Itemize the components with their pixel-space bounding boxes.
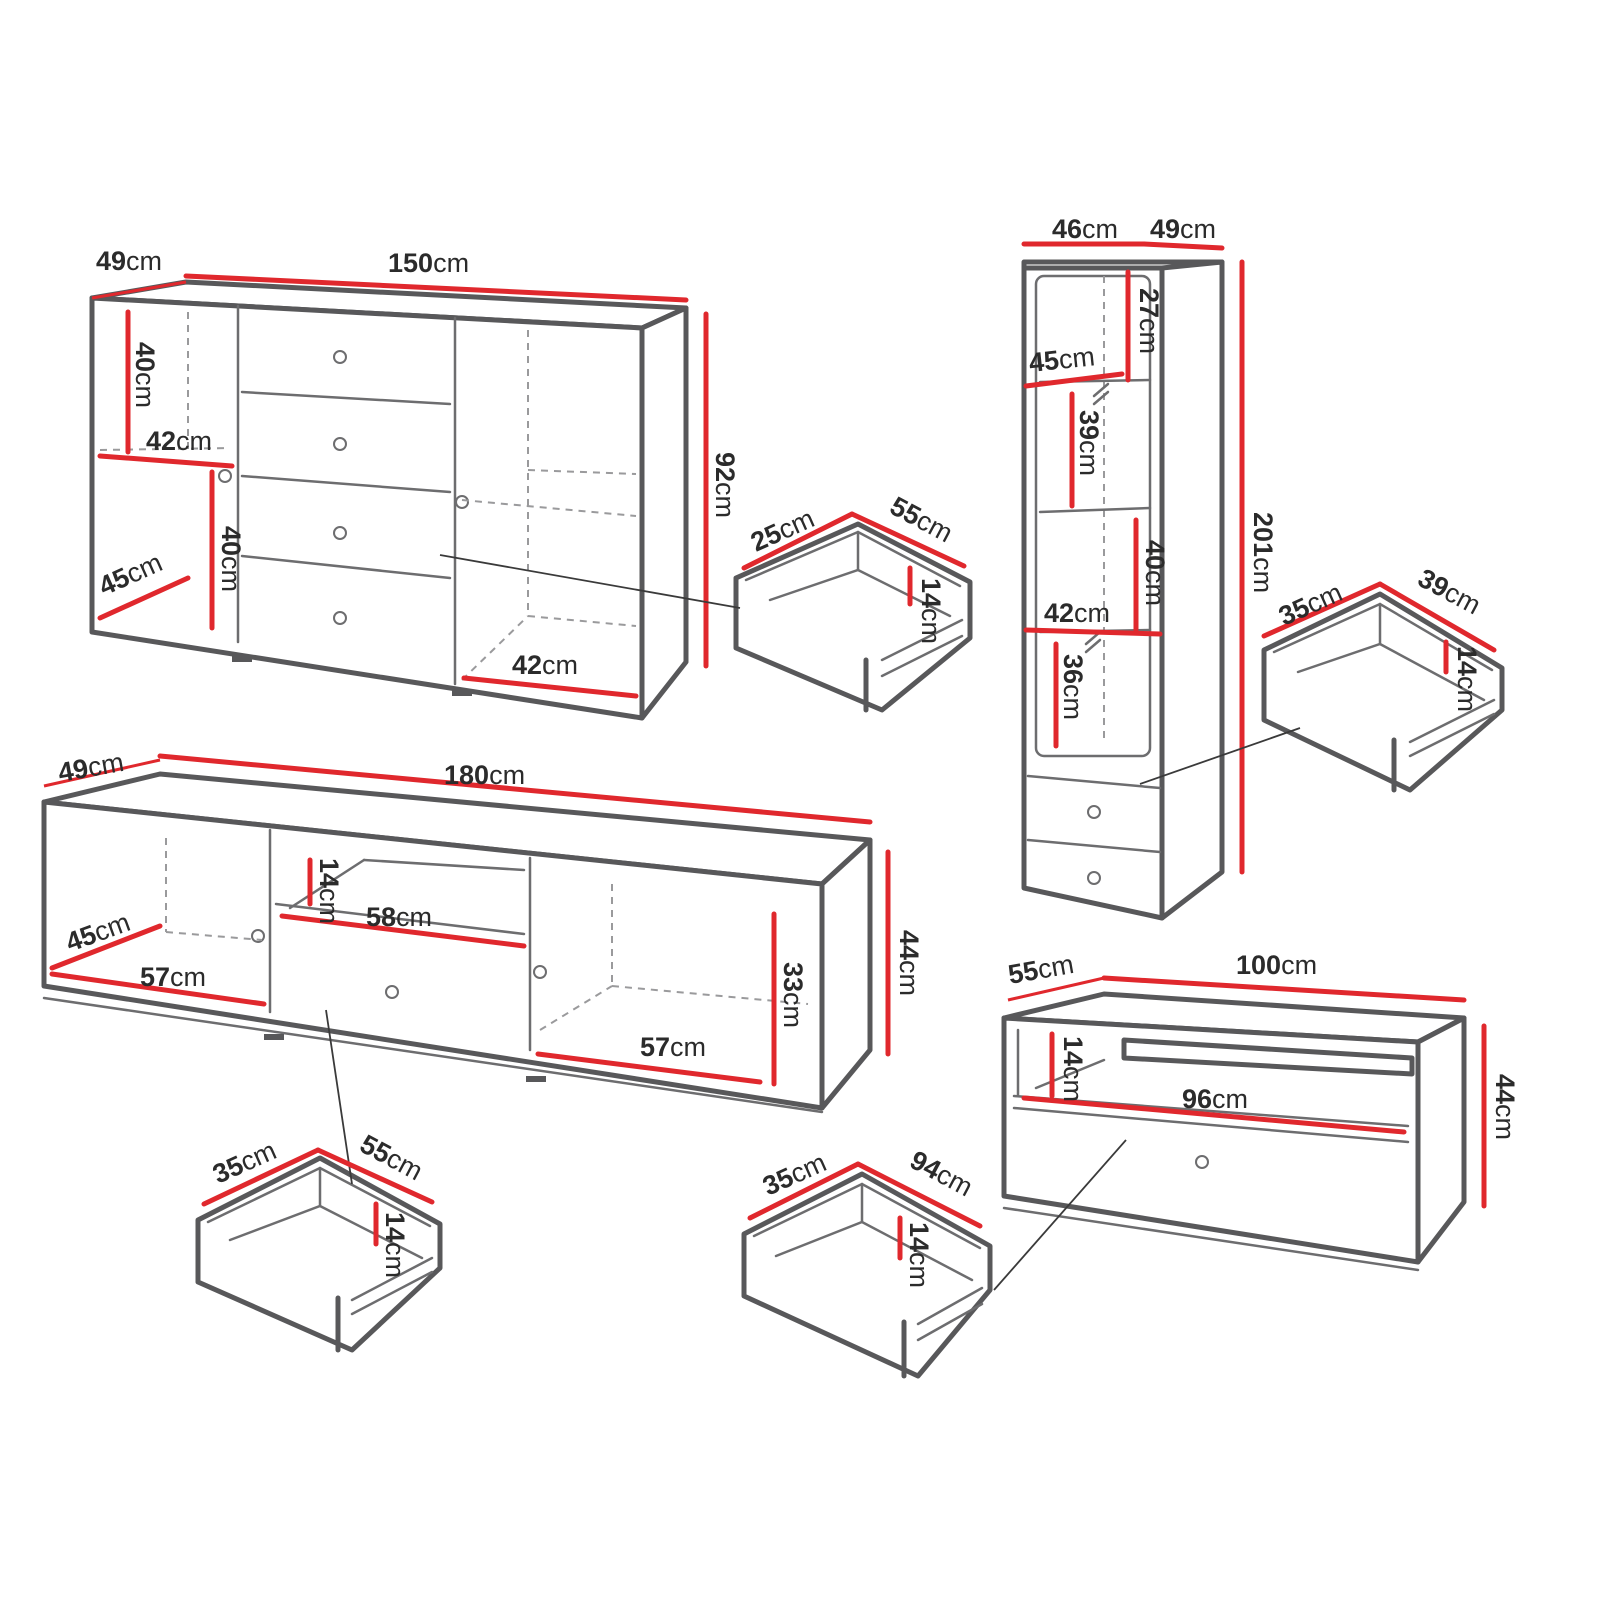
coffee-table-depth-label: 55cm	[1006, 949, 1076, 990]
tv-stand	[41, 753, 891, 1114]
sideboard-drawer-width-label: 55cm	[885, 491, 957, 548]
sideboard-drawer-height-label: 14cm	[916, 578, 946, 644]
vitrine-width-label: 46cm	[1052, 214, 1118, 244]
vitrine-shelf-1-depth-label: 45cm	[1027, 341, 1096, 378]
tv-stand-inner-width-left-label: 57cm	[140, 962, 206, 992]
tv-drawer-height-label: 14cm	[380, 1212, 410, 1278]
vitrine-shelf-4-label: 36cm	[1058, 654, 1088, 720]
sideboard-width-label: 150cm	[388, 248, 469, 278]
drawer-knob	[333, 350, 347, 364]
door-knob	[533, 965, 547, 979]
sideboard	[89, 273, 709, 721]
vitrine-right-side	[1159, 259, 1225, 921]
vitrine-shelf-3-label: 40cm	[1140, 540, 1170, 606]
drawer-box	[741, 1171, 993, 1379]
tv-stand-drawer	[195, 1009, 443, 1353]
coffee-table-right-side	[1415, 1015, 1467, 1265]
tv-stand-front	[41, 799, 825, 1111]
door-knob	[218, 469, 232, 483]
coffee-table-width-label: 100cm	[1236, 950, 1317, 980]
vitrine-drawer	[1139, 581, 1505, 793]
vitrine	[1021, 241, 1245, 921]
tv-stand-inner-width-right-label: 57cm	[640, 1032, 706, 1062]
tv-stand-depth-label: 49cm	[56, 747, 126, 788]
coffee-drawer-height-label: 14cm	[904, 1222, 934, 1288]
door-knob	[455, 495, 469, 509]
tv-drawer-width-label: 55cm	[355, 1129, 427, 1186]
tv-stand-width-label: 180cm	[444, 760, 525, 790]
sideboard-shelf-depth-label: 42cm	[146, 426, 212, 456]
drawer-knob	[1087, 871, 1101, 885]
coffee-table-niche-height-label: 14cm	[1058, 1036, 1088, 1102]
sideboard-inner-width-label: 42cm	[512, 650, 578, 680]
sideboard-front	[89, 295, 645, 721]
coffee-table-height-label: 44cm	[1490, 1074, 1520, 1140]
drawer-knob	[385, 985, 399, 999]
drawer-box	[195, 1155, 443, 1353]
vitrine-shelf-3-depth-label: 42cm	[1044, 598, 1110, 628]
coffee-table-drawer	[741, 1139, 1127, 1379]
vitrine-shelf-1-label: 27cm	[1134, 288, 1164, 354]
tv-stand-niche-width-label: 58cm	[366, 902, 432, 932]
tv-stand-inner-height-right-label: 33cm	[778, 962, 808, 1028]
drawer-knob	[333, 437, 347, 451]
vitrine-height-label: 201cm	[1248, 512, 1278, 593]
coffee-table	[1001, 975, 1487, 1272]
sideboard-shelf-top-label: 40cm	[130, 342, 160, 408]
tv-stand-niche-height-label: 14cm	[314, 858, 344, 924]
sideboard-right-side	[639, 305, 689, 721]
vitrine-shelf-2-label: 39cm	[1074, 410, 1104, 476]
vitrine-drawer-height-label: 14cm	[1452, 646, 1482, 712]
drawer-knob	[333, 611, 347, 625]
coffee-table-front	[1001, 1015, 1421, 1265]
drawer-knob	[1087, 805, 1101, 819]
coffee-table-niche-width-label: 96cm	[1182, 1084, 1248, 1114]
sideboard-shelf-bottom-label: 40cm	[216, 526, 246, 592]
tv-stand-height-label: 44cm	[894, 930, 924, 996]
sideboard-depth-label: 49cm	[96, 246, 162, 276]
drawer-knob	[333, 526, 347, 540]
vitrine-depth-label: 49cm	[1150, 214, 1216, 244]
drawer-knob	[1195, 1155, 1209, 1169]
sideboard-drawer	[439, 511, 973, 713]
tv-stand-right-side	[819, 837, 873, 1111]
sideboard-height-label: 92cm	[710, 452, 740, 518]
coffee-table-handle	[1121, 1037, 1415, 1077]
